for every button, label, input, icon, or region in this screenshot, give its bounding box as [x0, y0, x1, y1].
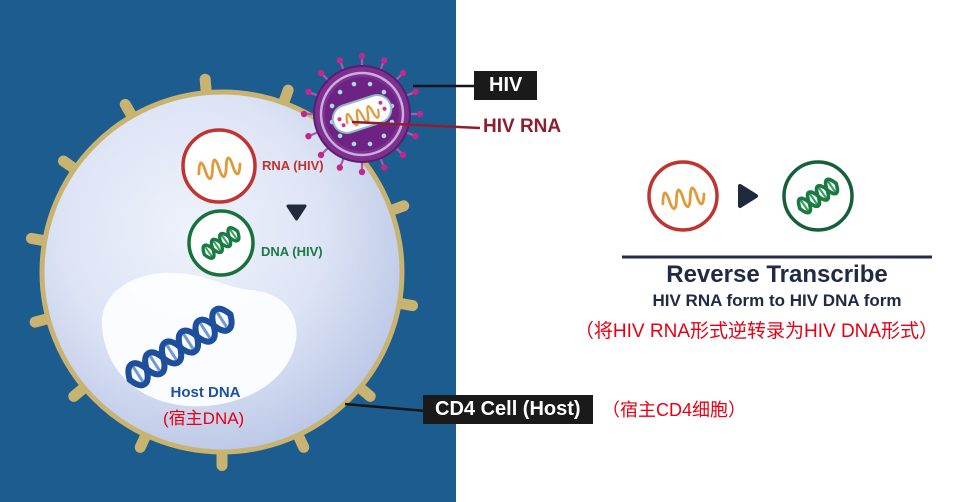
hiv-rna-leader-line [351, 120, 481, 130]
host-dna-label: Host DNA [170, 384, 241, 401]
reverse-transcribe-subtitle-cn: （将HIV RNA形式逆转录为HIV DNA形式） [574, 321, 939, 342]
cd4-leader-line [344, 402, 427, 413]
rna-circle-icon [181, 128, 257, 204]
down-arrow-icon [286, 204, 307, 221]
cd4-cell-label-cn: （宿主CD4细胞） [602, 400, 747, 420]
dna-circle-icon [187, 209, 255, 277]
reverse-rna-circle-icon [647, 160, 719, 232]
rna-circle-label: RNA (HIV) [262, 158, 324, 173]
hiv-label: HIV [474, 71, 538, 100]
hiv-virus-icon [300, 52, 424, 176]
virus-inner-ring [319, 71, 405, 157]
right-arrow-icon [738, 184, 758, 208]
dna-circle-label: DNA (HIV) [261, 244, 323, 259]
hiv-rna-label: HIV RNA [483, 116, 562, 137]
cd4-cell-label: CD4 Cell (Host) [423, 395, 593, 424]
host-dna-label-cn: (宿主DNA) [163, 409, 245, 428]
reverse-dna-circle-icon [782, 160, 854, 232]
reverse-transcribe-subtitle: HIV RNA form to HIV DNA form [652, 291, 902, 310]
reverse-transcribe-title: Reverse Transcribe [666, 261, 888, 288]
